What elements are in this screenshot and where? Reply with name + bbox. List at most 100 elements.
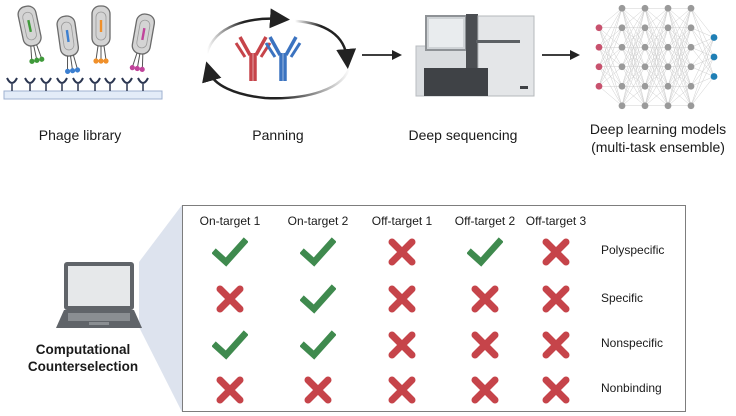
network-edge: [644, 47, 669, 106]
cross-icon: [542, 238, 570, 266]
stage-label-deep-learning: Deep learning models: [589, 121, 727, 137]
stage-label-phage-library: Phage library: [38, 127, 122, 143]
network-hidden-node: [641, 102, 649, 110]
network-edge: [667, 66, 692, 106]
network-edge: [644, 66, 669, 106]
network-edge: [690, 56, 715, 106]
row-label-polyspecific: Polyspecific: [601, 243, 665, 257]
receptor-icon: [137, 77, 149, 91]
receptor-icon: [6, 77, 18, 91]
network-hidden-node: [664, 4, 672, 12]
sequencer-illustration: [415, 14, 535, 97]
receptor-icon: [121, 77, 133, 91]
cross-icon: [471, 376, 499, 404]
network-edge: [621, 47, 646, 106]
network-edge: [667, 8, 692, 28]
cross-icon: [471, 331, 499, 359]
receptor-icon: [24, 77, 36, 91]
network-edge: [598, 8, 623, 48]
cross-icon: [216, 285, 244, 313]
network-edge: [667, 86, 692, 106]
network-edge: [667, 8, 692, 106]
check-icon: [300, 237, 336, 267]
network-nodes: [595, 4, 718, 110]
network-hidden-node: [618, 63, 626, 71]
network-edge: [621, 86, 646, 106]
network-edge: [598, 8, 623, 87]
network-hidden-node: [618, 82, 626, 90]
check-icon: [300, 284, 336, 314]
network-edge: [690, 37, 715, 87]
cross-icon: [388, 285, 416, 313]
column-header-off-target-1: Off-target 1: [371, 214, 433, 228]
network-output-node: [710, 53, 718, 61]
network-edge: [598, 27, 623, 87]
network-hidden-node: [664, 82, 672, 90]
surface-plate: [3, 90, 163, 100]
cycle-arrow-top: [205, 8, 290, 54]
column-header-off-target-2: Off-target 2: [454, 214, 516, 228]
network-edge: [690, 27, 715, 38]
network-output-node: [710, 34, 718, 41]
stage-label-panning: Panning: [252, 127, 304, 143]
cycle-arrow-bottom: [202, 61, 352, 100]
check-icon: [300, 330, 336, 360]
network-edge: [667, 27, 692, 106]
network-hidden-node: [641, 82, 649, 90]
network-edge: [644, 8, 669, 28]
cross-icon: [542, 285, 570, 313]
network-edge: [644, 8, 669, 67]
network-input-node: [595, 43, 603, 51]
cross-icon: [542, 376, 570, 404]
stage-sublabel-deep-learning: (multi-task ensemble): [591, 139, 725, 155]
network-hidden-node: [687, 24, 695, 32]
network-edge: [644, 8, 669, 106]
network-edge: [667, 8, 692, 87]
network-hidden-node: [641, 4, 649, 12]
neural-network-illustration: [595, 4, 718, 110]
network-hidden-node: [618, 102, 626, 110]
cross-icon: [216, 376, 244, 404]
row-label-specific: Specific: [601, 291, 644, 305]
network-edge: [644, 8, 669, 48]
network-edge: [690, 76, 715, 106]
network-input-node: [595, 82, 603, 90]
network-edge: [690, 37, 715, 106]
phage-icon: [129, 13, 156, 72]
phage-icon: [56, 15, 81, 74]
counterselection-title-line2: Counterselection: [27, 359, 139, 374]
network-edge: [690, 37, 715, 67]
network-hidden-node: [664, 102, 672, 110]
flow-arrow-2: [542, 50, 580, 60]
network-hidden-node: [664, 24, 672, 32]
network-hidden-node: [687, 43, 695, 51]
column-header-off-target-3: Off-target 3: [525, 214, 587, 228]
check-icon: [212, 237, 248, 267]
receptor-icon: [72, 77, 84, 91]
network-edge: [621, 66, 646, 106]
cross-icon: [388, 238, 416, 266]
network-hidden-node: [618, 43, 626, 51]
network-edge: [690, 37, 715, 48]
receptor-icon: [56, 77, 68, 91]
network-edge: [598, 8, 623, 28]
network-edge: [598, 66, 623, 87]
network-hidden-node: [618, 24, 626, 32]
network-output-node: [710, 73, 718, 80]
cross-icon: [471, 285, 499, 313]
cross-icon: [388, 376, 416, 404]
network-hidden-node: [687, 4, 695, 12]
check-icon: [212, 330, 248, 360]
antibody-icon: [264, 36, 302, 81]
stage-label-deep-sequencing: Deep sequencing: [408, 127, 518, 143]
phage-icon: [17, 5, 45, 64]
network-hidden-node: [664, 63, 672, 71]
network-edge: [644, 27, 669, 106]
panning-illustration: [202, 8, 357, 100]
phage-icon: [91, 5, 111, 64]
network-input-node: [595, 24, 603, 32]
network-edge: [621, 8, 646, 28]
receptors: [6, 77, 149, 91]
network-hidden-node: [687, 82, 695, 90]
